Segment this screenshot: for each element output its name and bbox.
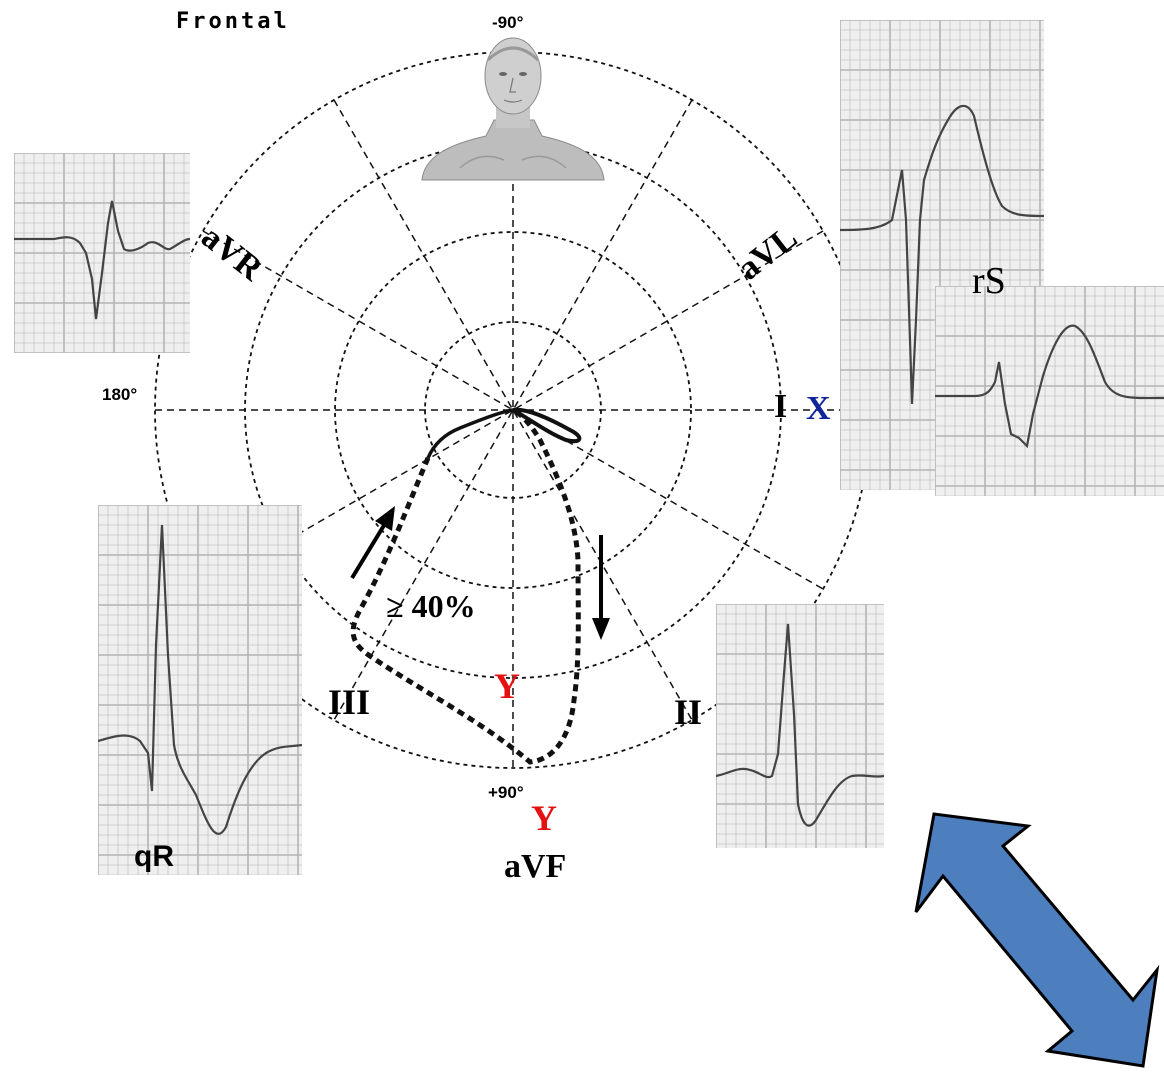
angle-left-label: 180° <box>102 385 138 404</box>
vector-loop <box>350 407 582 765</box>
angle-bottom-label: +90° <box>488 783 524 802</box>
angle-top-label: -90° <box>492 13 524 32</box>
ecg-strip-iii <box>98 505 302 875</box>
lead-avf-label: aVF <box>504 848 567 885</box>
axis-x-label: X <box>806 390 831 427</box>
direction-arrow-up-icon <box>350 506 395 580</box>
ecg-strip-avr <box>14 153 190 353</box>
ecg-qr-label: qR <box>134 840 174 873</box>
axis-y-inner-label: Y <box>494 666 520 706</box>
lead-iii-label: III <box>328 682 371 722</box>
ecg-strip-ii <box>716 604 884 848</box>
direction-arrow-down-icon <box>592 535 610 640</box>
lead-ii-label: II <box>674 692 703 732</box>
torso-figure-icon <box>421 37 605 181</box>
loop-threshold-label: ≥ 40% <box>386 588 476 624</box>
axis-y-outer-label: Y <box>531 798 557 838</box>
ecg-strip-i <box>935 286 1164 496</box>
page-title: Frontal <box>176 9 290 34</box>
ring-2 <box>334 231 692 589</box>
lead-i-label: I <box>774 388 788 425</box>
ecg-rs-label: rS <box>972 260 1006 302</box>
double-arrow-icon <box>914 812 1160 1068</box>
